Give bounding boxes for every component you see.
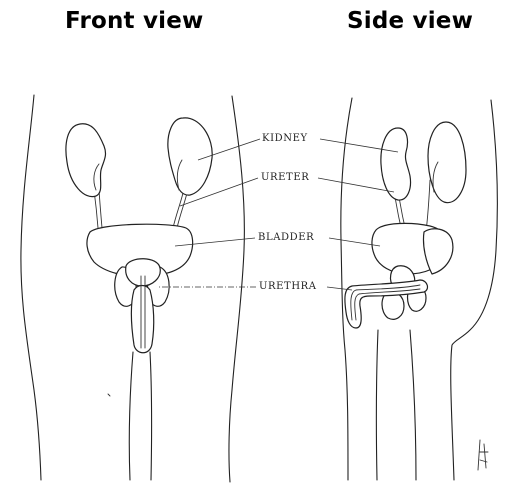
front-prostate — [126, 259, 161, 286]
front-leg-line-right — [150, 352, 152, 480]
label-ureter: URETER — [261, 172, 309, 183]
front-penis — [131, 286, 153, 353]
front-leg-line-left — [129, 352, 133, 480]
label-urethra: URETHRA — [259, 281, 317, 292]
front-ureter-left-b — [99, 190, 102, 228]
front-view-figure — [21, 95, 244, 482]
side-leg-line-b — [410, 330, 416, 480]
signature-mark — [478, 440, 488, 470]
side-kidney-front — [381, 128, 411, 200]
front-kidney-left — [66, 124, 106, 197]
leader-ureter-side — [318, 178, 394, 192]
side-view-figure — [341, 98, 498, 480]
label-kidney: KIDNEY — [262, 133, 308, 144]
label-bladder: BLADDER — [258, 232, 314, 243]
front-body-outline-right — [229, 96, 244, 482]
side-leg-line — [376, 330, 378, 480]
side-ureter-kidney-2 — [426, 180, 430, 232]
front-kidney-right — [168, 118, 212, 195]
front-body-outline-left — [21, 95, 41, 480]
